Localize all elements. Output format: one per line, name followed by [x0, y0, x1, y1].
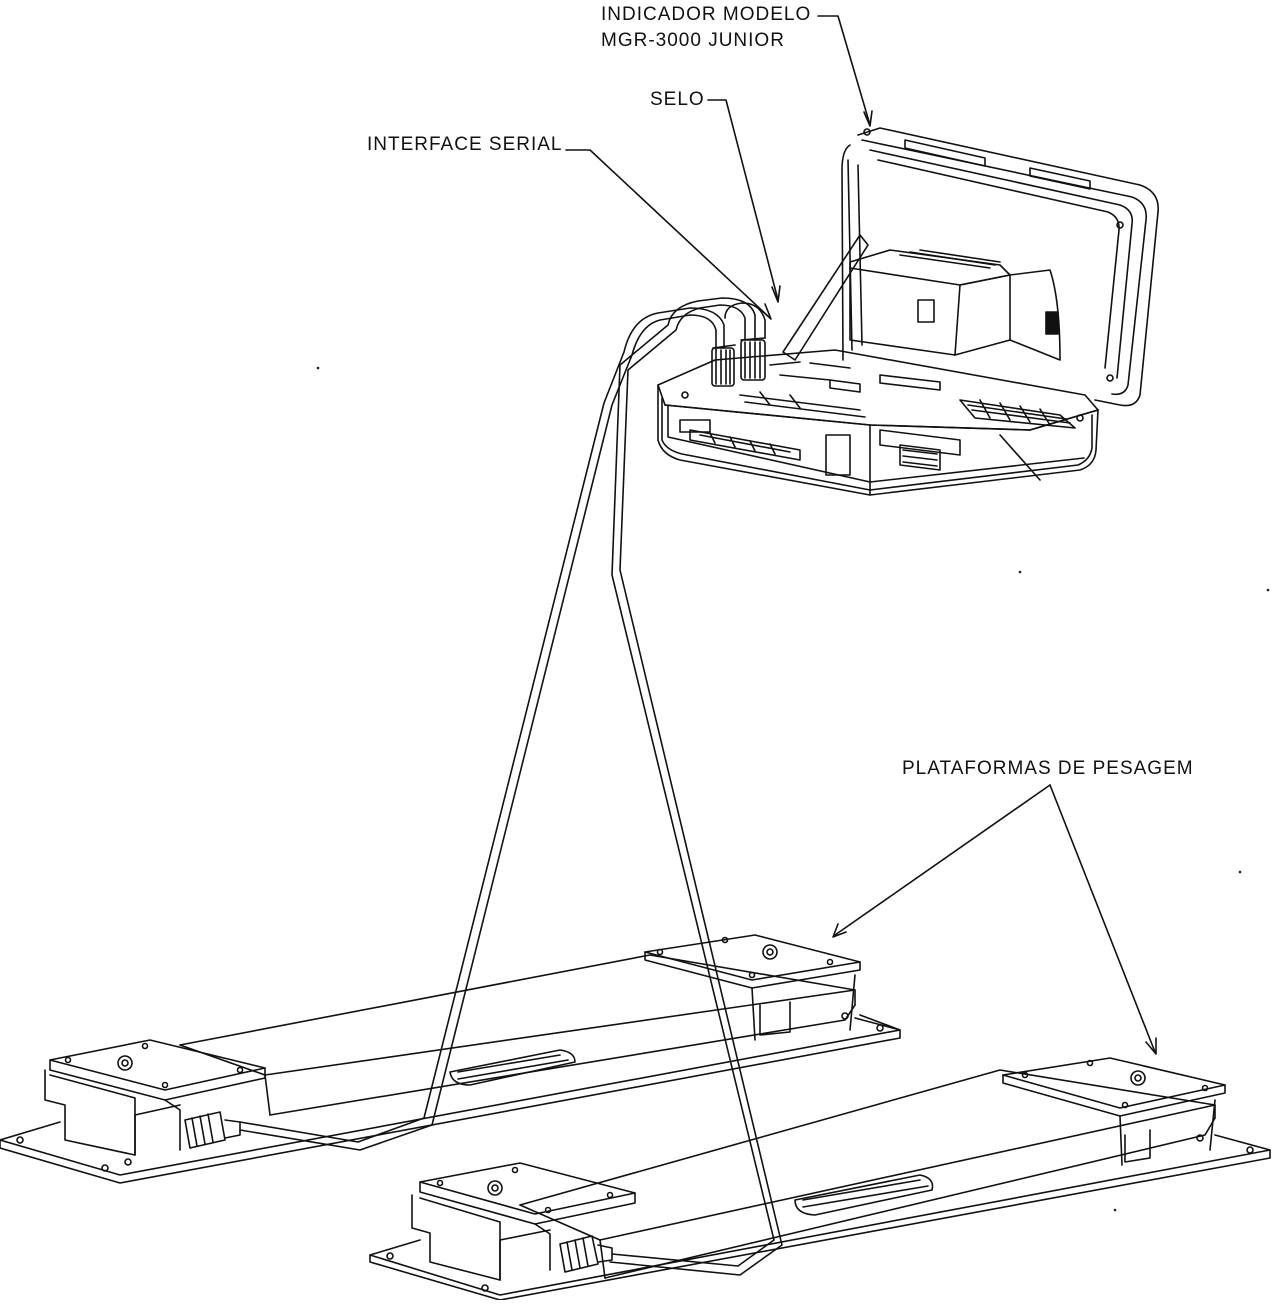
cables [240, 298, 782, 1275]
serial-interface-label: INTERFACE SERIAL [367, 134, 563, 155]
indicator-case [658, 128, 1158, 495]
seal-label: SELO [650, 89, 705, 110]
keypad [960, 400, 1075, 428]
scan-specks [317, 367, 1269, 1211]
indicator-model-label: INDICADOR MODELO [601, 4, 812, 25]
cable-connectors [712, 338, 765, 386]
left-platform [0, 935, 900, 1183]
right-platform [370, 1058, 1270, 1300]
leader-lines [566, 16, 1156, 1054]
weighing-platforms-label: PLATAFORMAS DE PESAGEM [902, 758, 1194, 779]
indicator-model-number-label: MGR-3000 JUNIOR [601, 30, 785, 51]
